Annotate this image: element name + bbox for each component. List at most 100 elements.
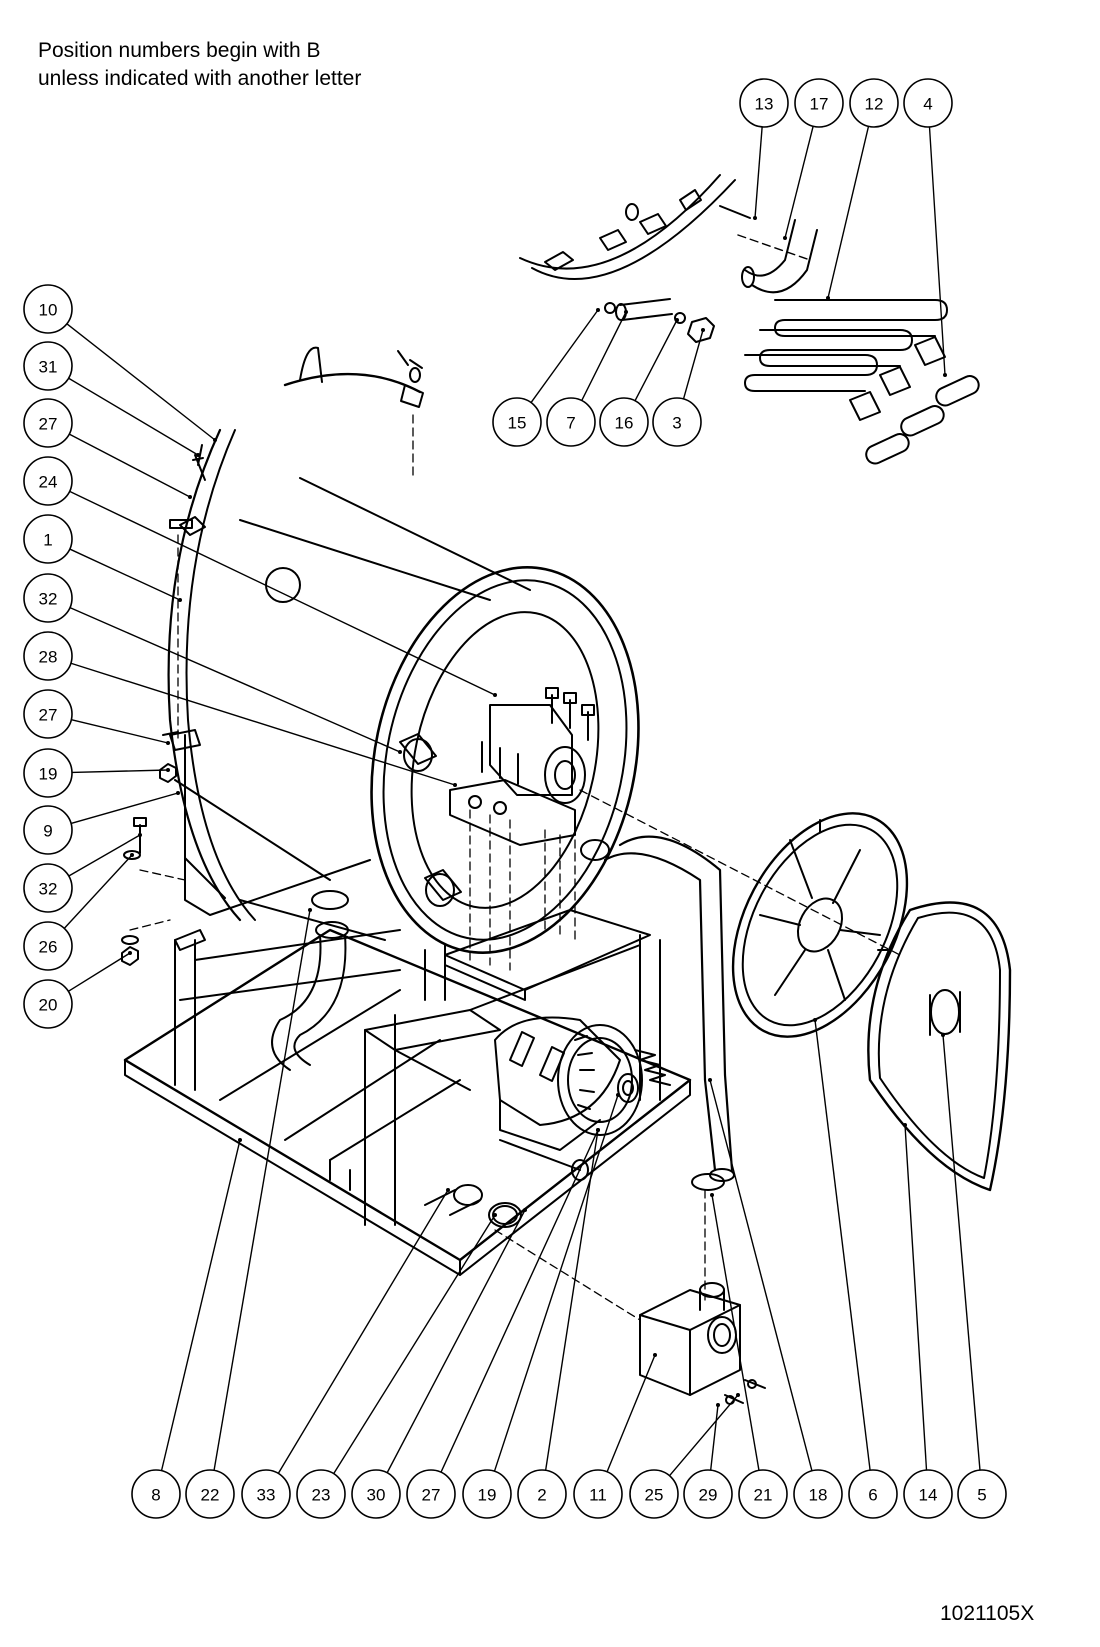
leader-line (530, 309, 599, 403)
callout-number: 15 (508, 414, 527, 433)
leader-dot (523, 1208, 527, 1212)
callout-circle (185, 1469, 235, 1519)
leader-line (69, 490, 496, 696)
callout-circle (629, 1469, 679, 1519)
callout-left-5: 1 (23, 514, 73, 564)
callout-number: 18 (809, 1486, 828, 1505)
callout-number: 23 (312, 1486, 331, 1505)
callout-circle (652, 397, 702, 447)
leader-dot (196, 453, 200, 457)
callout-number: 28 (39, 648, 58, 667)
callout-number: 32 (39, 590, 58, 609)
leader-dot (493, 693, 497, 697)
leader-dot (903, 1123, 907, 1127)
leader-line (70, 792, 179, 825)
leader-dot (596, 1128, 600, 1132)
drain-valve (639, 1282, 766, 1405)
leader-line (709, 1079, 813, 1471)
leader-line (277, 1189, 449, 1474)
callout-top-4: 4 (903, 78, 953, 128)
callout-circle (23, 456, 73, 506)
callout-top-3: 12 (849, 78, 899, 128)
leader-line (904, 1124, 928, 1471)
callout-left-3: 27 (23, 398, 73, 448)
callout-circle (23, 398, 73, 448)
callout-number: 10 (39, 301, 58, 320)
callout-detail_bottom-1: 15 (492, 397, 542, 447)
leader-line (386, 1209, 526, 1474)
callout-bottom-14: 6 (848, 1469, 898, 1519)
leader-dot (596, 308, 600, 312)
leader-line (544, 1129, 599, 1471)
leader-dot (446, 1188, 450, 1192)
callout-circle (957, 1469, 1007, 1519)
drum-assembly (167, 346, 640, 954)
callout-number: 21 (754, 1486, 773, 1505)
callout-left-13: 20 (23, 979, 73, 1029)
callout-circle (573, 1469, 623, 1519)
callout-circle (131, 1469, 181, 1519)
callout-number: 9 (43, 822, 52, 841)
callout-circle (903, 78, 953, 128)
callout-left-6: 32 (23, 573, 73, 623)
leader-line (68, 834, 141, 877)
leader-dot (188, 495, 192, 499)
callout-number: 1 (43, 531, 52, 550)
leader-dot (166, 768, 170, 772)
callout-circle (793, 1469, 843, 1519)
callout-circle (848, 1469, 898, 1519)
callout-circle (492, 397, 542, 447)
callout-bottom-1: 8 (131, 1469, 181, 1519)
callout-top-2: 17 (794, 78, 844, 128)
callout-bottom-9: 11 (573, 1469, 623, 1519)
callout-circle (23, 284, 73, 334)
leader-line (928, 126, 946, 376)
callout-circle (517, 1469, 567, 1519)
leader-line (440, 1129, 599, 1473)
callout-bottom-11: 29 (683, 1469, 733, 1519)
leader-dot (783, 236, 787, 240)
callout-circle (23, 514, 73, 564)
motor-assembly (424, 839, 725, 1228)
leader-line (634, 319, 678, 402)
leader-dot (716, 1403, 720, 1407)
leader-dot (166, 741, 170, 745)
callout-left-9: 19 (23, 748, 73, 798)
callout-circle (739, 78, 789, 128)
callout-left-8: 27 (23, 689, 73, 739)
callout-circle (296, 1469, 346, 1519)
leader-dot (213, 438, 217, 442)
note-line-2: unless indicated with another letter (38, 67, 362, 90)
callout-circle (794, 78, 844, 128)
leader-line (71, 718, 169, 744)
projection-lines (129, 414, 901, 1321)
callout-bottom-7: 19 (462, 1469, 512, 1519)
leader-line (709, 1404, 719, 1471)
callout-number: 8 (151, 1486, 160, 1505)
leader-line (69, 606, 401, 753)
leader-dot (708, 1078, 712, 1082)
leader-line (581, 311, 627, 401)
leader-line (754, 126, 763, 219)
leader-dot (130, 853, 134, 857)
leader-line (668, 1394, 739, 1477)
left-hardware (121, 444, 204, 966)
callout-circle (23, 921, 73, 971)
callout-bottom-16: 5 (957, 1469, 1007, 1519)
leader-dot (941, 1033, 945, 1037)
leader-dot (701, 328, 705, 332)
leader-dot (616, 1093, 620, 1097)
callout-number: 19 (39, 765, 58, 784)
callout-number: 14 (919, 1486, 938, 1505)
callout-circle (241, 1469, 291, 1519)
leader-line (69, 548, 181, 601)
leader-dot (653, 1353, 657, 1357)
callout-number: 27 (39, 706, 58, 725)
leader-line (68, 952, 131, 992)
callout-circle (23, 689, 73, 739)
callout-left-11: 32 (23, 863, 73, 913)
leader-dot (675, 318, 679, 322)
callout-circle (23, 979, 73, 1029)
callout-left-4: 24 (23, 456, 73, 506)
